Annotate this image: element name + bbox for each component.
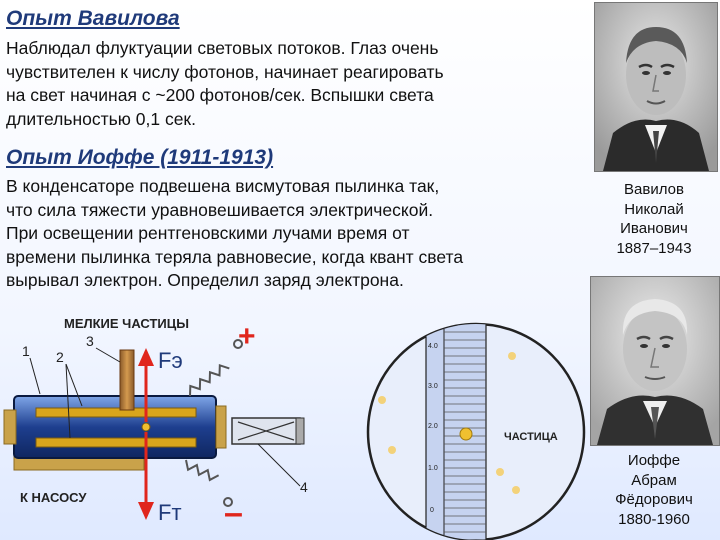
caption-line: Николай	[624, 200, 684, 218]
label-force-electric: Fэ	[158, 348, 183, 373]
vavilov-title: Опыт Вавилова	[6, 7, 180, 30]
label-2: 2	[56, 349, 64, 365]
vavilov-line: длительностью 0,1 сек.	[6, 108, 196, 129]
vavilov-photo	[595, 3, 717, 171]
label-4: 4	[300, 479, 308, 495]
speck	[508, 352, 516, 360]
scale-label: 1.0	[428, 465, 438, 472]
speck	[378, 396, 386, 404]
upper-plate	[35, 407, 197, 418]
vavilov-line: Наблюдал флуктуации световых потоков. Гл…	[6, 38, 439, 58]
vavilov-text: Наблюдал флуктуации световых потоков. Гл…	[6, 37, 444, 131]
ioffe-caption: Иоффе Абрам Фёдорович 1880-1960	[594, 451, 714, 529]
speck	[512, 486, 520, 494]
vavilov-portrait	[594, 2, 718, 172]
caption-line: Фёдорович	[615, 491, 693, 508]
caption-line: 1887–1943	[616, 239, 692, 257]
ioffe-line: что сила тяжести уравновешивается электр…	[6, 199, 434, 220]
ioffe-portrait	[590, 276, 720, 446]
ioffe-line: времени пылинка теряла равновесие, когда…	[6, 246, 464, 267]
scale-label: 0	[430, 507, 434, 514]
lower-plate	[35, 437, 197, 448]
caption-line: Иоффе	[627, 452, 681, 469]
speck	[388, 446, 396, 454]
ioffe-title: Опыт Иоффе (1911-1913)	[6, 146, 274, 169]
scale-label: 2.0	[428, 423, 438, 430]
ioffe-text: В конденсаторе подвешена висмутовая пыли…	[6, 175, 463, 293]
label-pump: К НАСОСУ	[20, 490, 87, 505]
ioffe-photo	[591, 277, 719, 445]
scale-label: 3.0	[428, 383, 438, 390]
label-minus: –	[224, 494, 243, 532]
caption-line: 1880-1960	[618, 510, 690, 528]
label-3: 3	[86, 333, 94, 349]
chamber-body	[13, 395, 217, 459]
apparatus-diagram: МЕЛКИЕ ЧАСТИЦЫ 1 2 3 4 К НАСОСУ Fэ Fт + …	[3, 316, 308, 532]
ioffe-line: вырывал электрон. Определил заряд электр…	[6, 270, 404, 290]
ioffe-line: При освещении рентгеновскими лучами врем…	[6, 223, 410, 243]
particle-dot	[459, 427, 473, 441]
label-small-particles: МЕЛКИЕ ЧАСТИЦЫ	[64, 316, 189, 331]
xray-source	[231, 417, 301, 445]
vavilov-line: чувствителен к числу фотонов, начинает р…	[6, 61, 444, 82]
force-up-arrow	[138, 348, 154, 366]
label-plus: +	[238, 320, 256, 353]
scale-lines	[444, 331, 486, 533]
ioffe-line: В конденсаторе подвешена висмутовая пыли…	[6, 176, 440, 196]
label-force-gravity: Fт	[158, 500, 182, 525]
particle-inlet	[119, 349, 135, 411]
vavilov-caption: Вавилов Николай Иванович 1887–1943	[594, 180, 714, 258]
caption-line: Абрам	[631, 471, 677, 489]
caption-line: Иванович	[620, 220, 688, 237]
vavilov-line: на свет начиная с ~200 фотонов/сек. Вспы…	[6, 85, 434, 105]
label-1: 1	[22, 343, 30, 359]
caption-line: Вавилов	[624, 181, 684, 198]
force-down-arrow	[138, 502, 154, 520]
particle-label: ЧАСТИЦА	[504, 431, 558, 443]
dust-particle	[141, 422, 151, 432]
scale-label: 4.0	[428, 343, 438, 350]
speck	[496, 468, 504, 476]
microscope-view: 4.0 3.0 2.0 1.0 0 ЧАСТИЦА	[366, 322, 586, 540]
